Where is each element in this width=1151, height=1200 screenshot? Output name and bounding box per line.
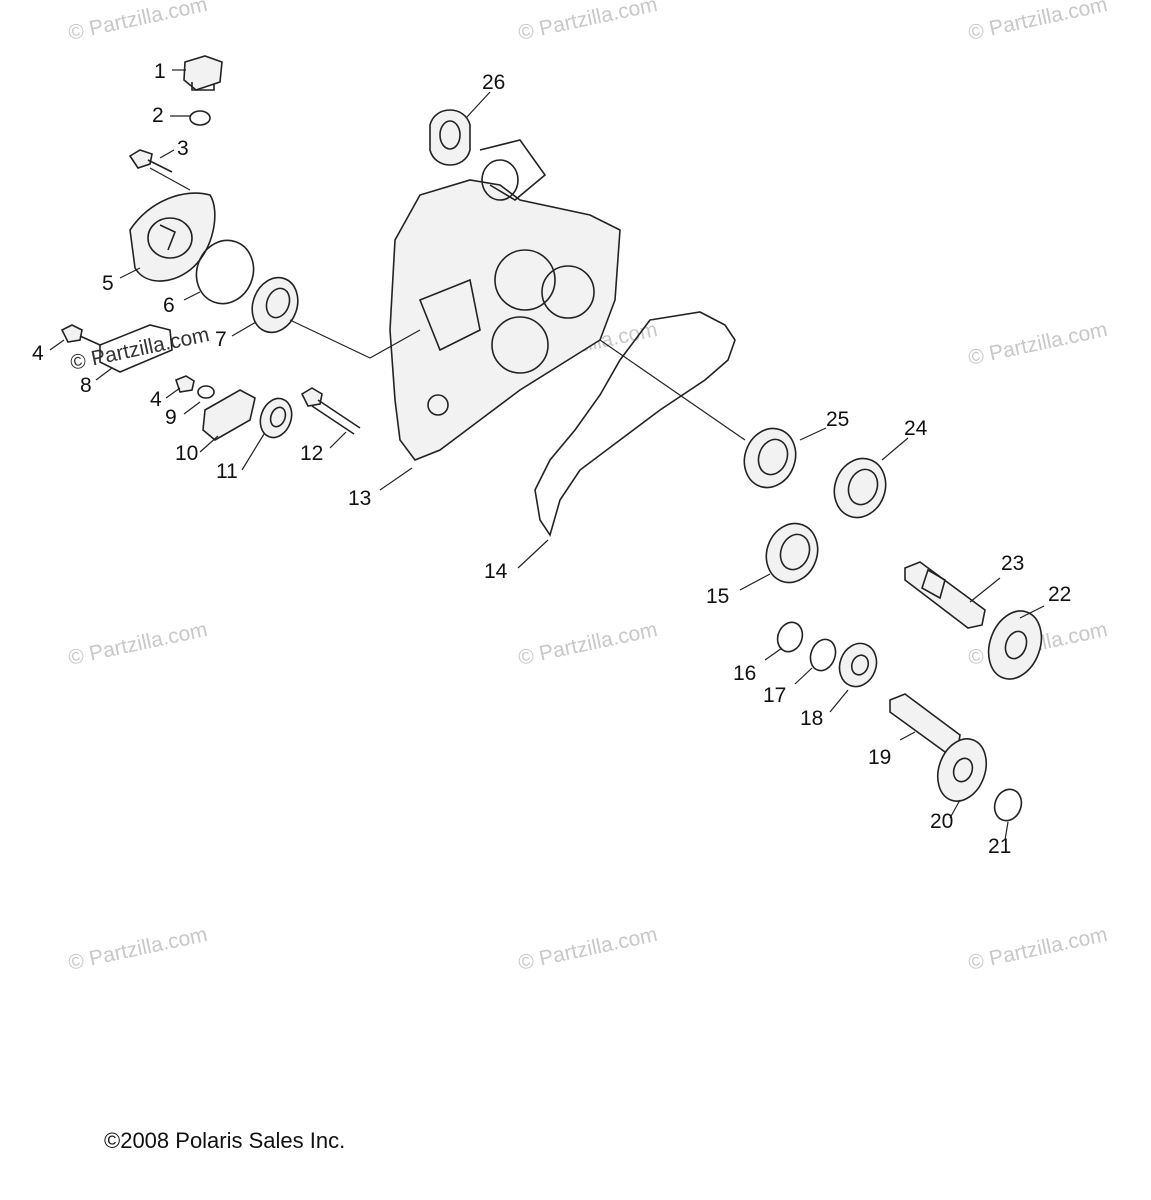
part-20-gear xyxy=(936,738,988,802)
part-6-seal-ring xyxy=(195,239,255,305)
part-11-seal xyxy=(259,397,293,439)
callout-20: 20 xyxy=(930,810,953,833)
part-1-plug xyxy=(183,55,223,91)
watermark: © Partzilla.com xyxy=(516,0,659,45)
callout-6: 6 xyxy=(163,294,175,317)
part-23-shaft xyxy=(904,561,986,629)
part-19-shaft xyxy=(889,693,961,753)
part-7-bearing xyxy=(251,276,299,334)
watermark: © Partzilla.com xyxy=(516,923,659,975)
part-12-bolt xyxy=(300,387,361,435)
callout-23: 23 xyxy=(1001,552,1024,575)
callout-24: 24 xyxy=(904,417,928,440)
callout-26: 26 xyxy=(482,71,505,94)
part-26-bearing xyxy=(429,109,547,201)
callout-3: 3 xyxy=(177,137,189,160)
callout-22: 22 xyxy=(1048,583,1071,606)
callout-4: 4 xyxy=(32,342,44,365)
part-21-circlip xyxy=(993,788,1023,822)
part-13-housing xyxy=(389,179,621,461)
callout-1: 1 xyxy=(154,60,166,83)
part-17-washer xyxy=(809,638,837,672)
watermark: © Partzilla.com xyxy=(516,618,659,670)
leader-lines xyxy=(49,69,1045,841)
callout-14: 14 xyxy=(484,560,508,583)
callout-2: 2 xyxy=(152,104,164,127)
callout-8: 8 xyxy=(80,374,92,397)
callout-13: 13 xyxy=(348,487,371,510)
callout-25: 25 xyxy=(826,408,849,431)
part-5-cover xyxy=(129,192,216,282)
callout-labels: 1 2 3 4 5 6 7 8 4 9 10 11 12 13 14 15 16… xyxy=(32,60,1071,858)
part-10-plate xyxy=(202,389,256,441)
part-22-gear xyxy=(987,610,1043,680)
part-18-gear xyxy=(838,642,878,688)
callout-12: 12 xyxy=(300,442,323,465)
watermark: © Partzilla.com xyxy=(66,923,209,975)
part-16-circlip xyxy=(776,621,804,653)
callout-10: 10 xyxy=(175,442,198,465)
part-2-o-ring xyxy=(189,110,211,126)
copyright-notice: ©2008 Polaris Sales Inc. xyxy=(104,1128,346,1153)
watermark: © Partzilla.com xyxy=(66,0,209,45)
callout-9: 9 xyxy=(165,406,177,429)
part-4-bolt-upper xyxy=(60,324,101,346)
callout-4b: 4 xyxy=(150,388,162,411)
part-8-plate xyxy=(99,324,173,373)
part-24-bearing xyxy=(833,457,887,519)
part-3-bolt xyxy=(128,149,191,191)
watermark: © Partzilla.com xyxy=(966,318,1109,370)
part-25-bearing xyxy=(743,427,797,489)
part-9-washer xyxy=(197,385,215,399)
part-4-bolt-lower xyxy=(175,375,195,393)
callout-21: 21 xyxy=(988,835,1011,858)
callout-7: 7 xyxy=(215,328,227,351)
part-14-gasket xyxy=(534,311,736,537)
watermark: © Partzilla.com xyxy=(66,618,209,670)
callout-15: 15 xyxy=(706,585,729,608)
callout-19: 19 xyxy=(868,746,891,769)
callout-17: 17 xyxy=(763,684,786,707)
callout-18: 18 xyxy=(800,707,823,730)
callout-5: 5 xyxy=(102,272,114,295)
callout-16: 16 xyxy=(733,662,756,685)
part-15-bearing xyxy=(765,522,819,584)
callout-11: 11 xyxy=(216,460,238,483)
watermark: © Partzilla.com xyxy=(68,323,211,375)
watermark: © Partzilla.com xyxy=(966,923,1109,975)
watermark: © Partzilla.com xyxy=(966,0,1109,45)
